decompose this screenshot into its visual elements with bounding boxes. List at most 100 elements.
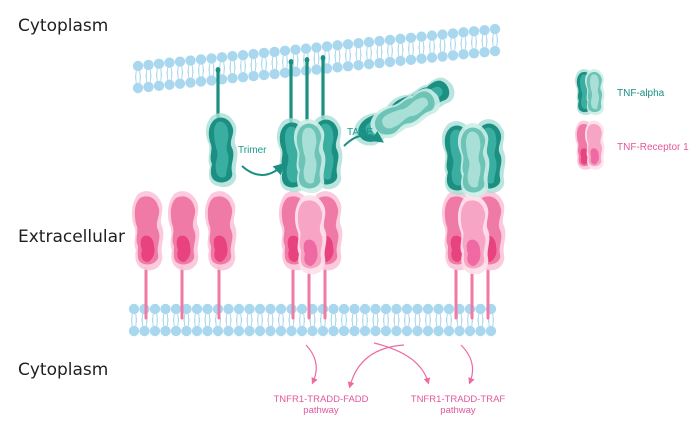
lipid-head [195, 67, 207, 88]
tace-label: TACE [347, 127, 373, 138]
lipid-head [222, 303, 235, 323]
fadd-pathway-label-line2: pathway [303, 405, 339, 416]
tnf-membrane-anchors [215, 55, 326, 124]
lipid-head [237, 63, 249, 83]
lipid-head [327, 303, 340, 323]
lipid-head [331, 39, 344, 59]
lipid-head [222, 317, 235, 337]
traf-pathway-label-line2: pathway [440, 405, 476, 416]
lipid-head [138, 317, 151, 337]
lipid-head [149, 303, 161, 323]
lipid-head [279, 45, 291, 65]
lipid-head [443, 317, 455, 337]
lipid-head [285, 317, 298, 337]
lipid-head [384, 34, 396, 54]
lipid-head [184, 54, 197, 75]
lipid-head [415, 30, 428, 51]
lipid-head [468, 39, 480, 59]
lipid-head [149, 317, 161, 337]
lipid-head [201, 303, 214, 323]
lipid-head [436, 43, 449, 63]
lipid-head [310, 56, 323, 76]
cytoplasm-top-label: Cytoplasm [18, 16, 108, 36]
lipid-head [153, 72, 165, 92]
lipid-head [153, 58, 165, 78]
lipid-head [426, 29, 438, 50]
lipid-head [468, 25, 480, 45]
lipid-head [317, 317, 329, 337]
lipid-head [163, 57, 176, 77]
lipid-head [401, 303, 413, 323]
lipid-head [342, 52, 354, 72]
tnf-alpha-legend-icon [575, 69, 605, 116]
tace-arrow [343, 131, 384, 147]
lipid-head [254, 303, 266, 323]
lipid-head [411, 317, 424, 337]
lipid-head [264, 303, 277, 323]
lipid-head [474, 303, 487, 323]
lipid-head [254, 317, 266, 337]
tnf-receptor-legend-label: TNF-Receptor 1 [617, 142, 689, 153]
lipid-head [247, 62, 260, 82]
lipid-head [432, 317, 445, 337]
lipid-head [247, 48, 260, 68]
pathway-arrows [305, 342, 475, 389]
lipid-head [163, 71, 176, 91]
lipid-head [317, 303, 329, 323]
lipid-head [306, 317, 319, 337]
receptor-stalks [144, 266, 490, 320]
bound-receptor-trimer [278, 191, 343, 275]
lipid-head [363, 36, 375, 56]
lipid-head [464, 303, 476, 323]
lipid-head [327, 317, 340, 337]
lipid-head [380, 303, 392, 323]
lipid-head [243, 317, 256, 337]
membrane-bound-tnf-trimer [276, 115, 343, 194]
receptor-monomer [167, 191, 200, 271]
lipid-head [258, 47, 270, 67]
lipid-head [264, 317, 277, 337]
lipid-head [447, 27, 459, 47]
lipid-head [457, 40, 470, 61]
lipid-head [212, 317, 224, 337]
lipid-head [233, 317, 245, 337]
trimer-arrow [241, 162, 286, 176]
lipid-head [352, 51, 365, 71]
receptor-bound-soluble-trimer [441, 119, 506, 275]
lipid-head [201, 317, 214, 337]
tnf-receptor-legend-icon [575, 120, 605, 170]
lipid-head [478, 24, 491, 44]
lipid-head [394, 33, 407, 53]
trimer-label: Trimer [238, 145, 267, 156]
lipid-head [296, 303, 308, 323]
lipid-head [352, 37, 365, 57]
receptor-monomer [131, 191, 164, 271]
fadd-pathway-label: TNFR1-TRADD-FADD [274, 394, 369, 405]
lipid-head [128, 303, 140, 323]
lipid-head [422, 303, 434, 323]
tnf-receptor-monomers [131, 191, 237, 271]
lipid-head [348, 317, 361, 337]
lipid-head [485, 317, 497, 337]
legend: TNF-alpha TNF-Receptor 1 [575, 69, 689, 170]
lipid-head [369, 317, 382, 337]
lipid-head [310, 41, 323, 62]
lipid-head [384, 48, 396, 68]
tnf-alpha-monomer [205, 113, 238, 188]
lipid-head [359, 317, 371, 337]
lipid-head [195, 53, 207, 73]
lipid-head [184, 69, 197, 89]
bottom-cell-membrane [128, 303, 497, 337]
lipid-head [180, 317, 193, 337]
lipid-head [233, 303, 245, 323]
lipid-head [422, 317, 434, 337]
lipid-head [426, 44, 438, 64]
lipid-head [170, 303, 182, 323]
lipid-head [159, 303, 172, 323]
lipid-head [205, 66, 218, 87]
extracellular-label: Extracellular [18, 227, 125, 247]
lipid-head [411, 303, 424, 323]
lipid-head [443, 303, 455, 323]
tnf-alpha-legend-label: TNF-alpha [617, 88, 665, 99]
